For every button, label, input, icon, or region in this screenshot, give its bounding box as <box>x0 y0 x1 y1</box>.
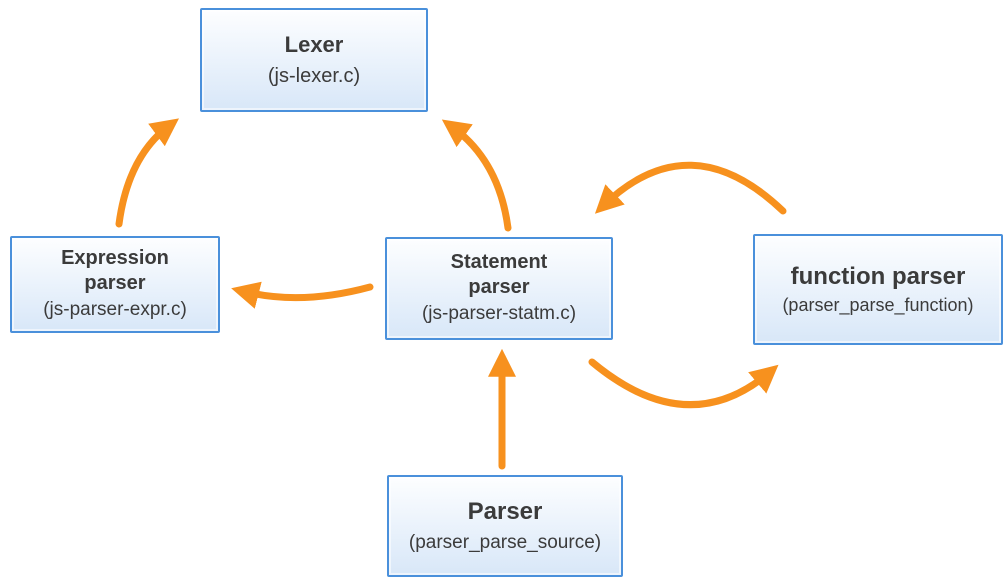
node-lexer: Lexer (js-lexer.c) <box>200 8 428 112</box>
node-function-parser-subtitle: (parser_parse_function) <box>782 294 974 315</box>
node-parser-subtitle: (parser_parse_source) <box>408 531 602 553</box>
node-expression-parser: Expression parser (js-parser-expr.c) <box>10 236 220 333</box>
arrow-expression-parser-to-lexer <box>115 118 180 228</box>
node-function-parser: function parser (parser_parse_function) <box>753 234 1003 345</box>
node-expression-parser-subtitle: (js-parser-expr.c) <box>43 299 187 321</box>
node-lexer-title: Lexer <box>284 32 344 58</box>
node-statement-parser: Statement parser (js-parser-statm.c) <box>385 237 613 340</box>
node-expression-parser-title: Expression parser <box>61 247 169 295</box>
arrow-statement-parser-to-expression-parser <box>231 281 374 309</box>
node-parser: Parser (parser_parse_source) <box>387 475 623 577</box>
node-function-parser-title: function parser <box>790 262 966 290</box>
arrow-statement-parser-to-function-parser <box>588 358 779 409</box>
node-statement-parser-subtitle: (js-parser-statm.c) <box>421 303 577 325</box>
arrow-statement-parser-to-lexer <box>441 119 512 232</box>
arrow-function-parser-to-statement-parser <box>594 161 787 215</box>
node-lexer-subtitle: (js-lexer.c) <box>267 64 361 87</box>
node-parser-title: Parser <box>467 497 543 525</box>
node-statement-parser-title: Statement parser <box>450 251 548 299</box>
